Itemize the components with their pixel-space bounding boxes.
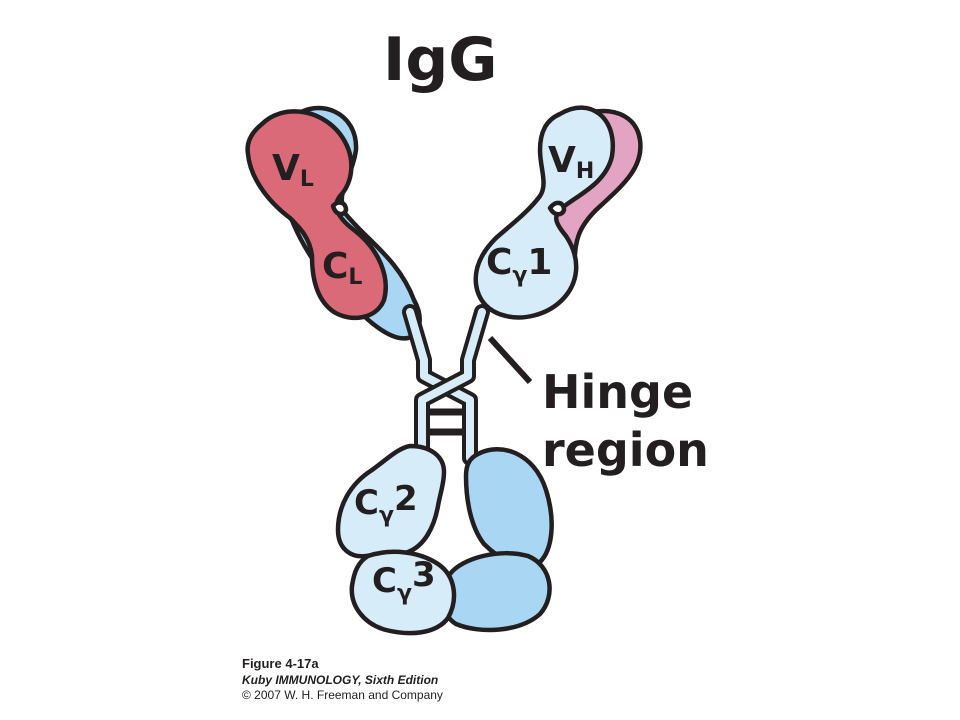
svg-text:Cγ2: Cγ2 — [354, 479, 418, 528]
svg-text:VL: VL — [272, 148, 314, 192]
right-heavy-chain-arm — [473, 105, 616, 320]
label-cgamma1: Cγ1 — [486, 242, 552, 288]
svg-text:Cγ3: Cγ3 — [372, 555, 436, 606]
label-vl: VL — [272, 148, 314, 192]
hinge-pointer-line — [487, 335, 533, 385]
fc-right-heavy-chain — [440, 446, 554, 633]
book-title: Kuby IMMUNOLOGY, Sixth Edition — [242, 673, 438, 687]
left-light-chain — [245, 109, 388, 321]
label-cgamma2: Cγ2 — [354, 479, 418, 528]
diagram-title: IgG — [383, 25, 498, 95]
hinge-strands — [402, 304, 490, 466]
svg-text:Cγ1: Cγ1 — [486, 242, 552, 288]
copyright-line: © 2007 W. H. Freeman and Company — [242, 688, 443, 702]
hinge-label-line2: region — [542, 423, 709, 477]
label-cgamma3: Cγ3 — [372, 555, 436, 606]
label-cl: CL — [322, 246, 362, 290]
svg-text:CL: CL — [322, 246, 362, 290]
svg-text:VH: VH — [548, 140, 594, 184]
fc-left-heavy-chain — [335, 443, 457, 636]
figure-number: Figure 4-17a — [242, 656, 319, 671]
hinge-label-line1: Hinge — [542, 365, 693, 419]
label-vh: VH — [548, 140, 594, 184]
